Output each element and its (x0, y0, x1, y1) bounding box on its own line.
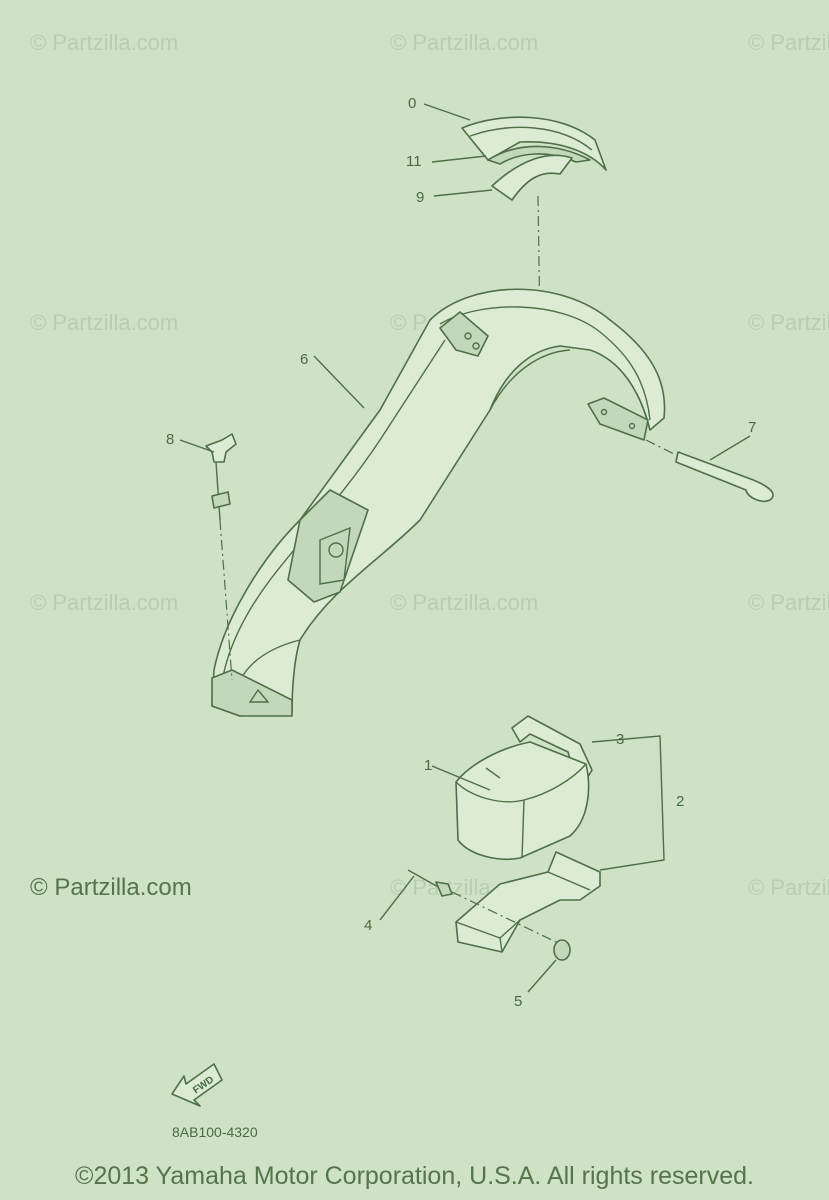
callout-labels: 0 11 9 6 7 8 1 3 2 4 5 (166, 95, 756, 1010)
watermark-text: © Partzilla.com (748, 590, 829, 615)
watermark-text: © Partzilla.com (748, 875, 829, 900)
callout-8: 8 (166, 431, 174, 448)
copyright-notice: ©2013 Yamaha Motor Corporation, U.S.A. A… (75, 1162, 754, 1190)
fender-rear-tab (587, 397, 649, 441)
part-6-fender-body (211, 288, 666, 717)
fender-lower-foot (211, 669, 293, 717)
part-8-wing-bolt (205, 433, 237, 681)
diagram-code: 8AB100-4320 (172, 1124, 258, 1140)
part-2-tray (455, 851, 601, 953)
tool-box-assembly (407, 715, 601, 961)
callout-0: 0 (408, 95, 416, 112)
watermark-text-strong: © Partzilla.com (30, 874, 192, 901)
part-4-screw (407, 869, 441, 889)
part-7-pin (645, 439, 774, 503)
watermark-text: © Partzilla.com (748, 30, 829, 55)
part-11-reflector (487, 145, 591, 165)
callout-2: 2 (676, 793, 684, 810)
part-9-plate (491, 154, 573, 201)
fender-top-bracket (439, 311, 489, 357)
leader-lines (179, 103, 751, 993)
callout-4: 4 (364, 917, 372, 934)
callout-11: 11 (406, 153, 422, 170)
watermark-text: © Partzilla.com (30, 30, 178, 55)
fender-center-mount (287, 489, 369, 603)
reflector-assembly (461, 116, 607, 331)
watermark-text: © Partzilla.com (390, 30, 538, 55)
callout-3: 3 (616, 731, 624, 748)
callout-5: 5 (514, 993, 522, 1010)
fwd-arrow-icon (171, 1063, 223, 1107)
watermark-text: © Partzilla.com (30, 310, 178, 335)
callout-1: 1 (424, 757, 432, 774)
fwd-arrow: FWD (171, 1063, 223, 1107)
callout-6: 6 (300, 351, 308, 368)
part-5-nut (553, 939, 571, 961)
callout-7: 7 (748, 419, 756, 436)
watermark-text: © Partzilla.com (390, 590, 538, 615)
rear-fender (211, 288, 666, 717)
watermark-text: © Partzilla.com (748, 310, 829, 335)
watermark-text: © Partzilla.com (30, 590, 178, 615)
callout-9: 9 (416, 189, 424, 206)
part-0-cover (461, 116, 607, 171)
